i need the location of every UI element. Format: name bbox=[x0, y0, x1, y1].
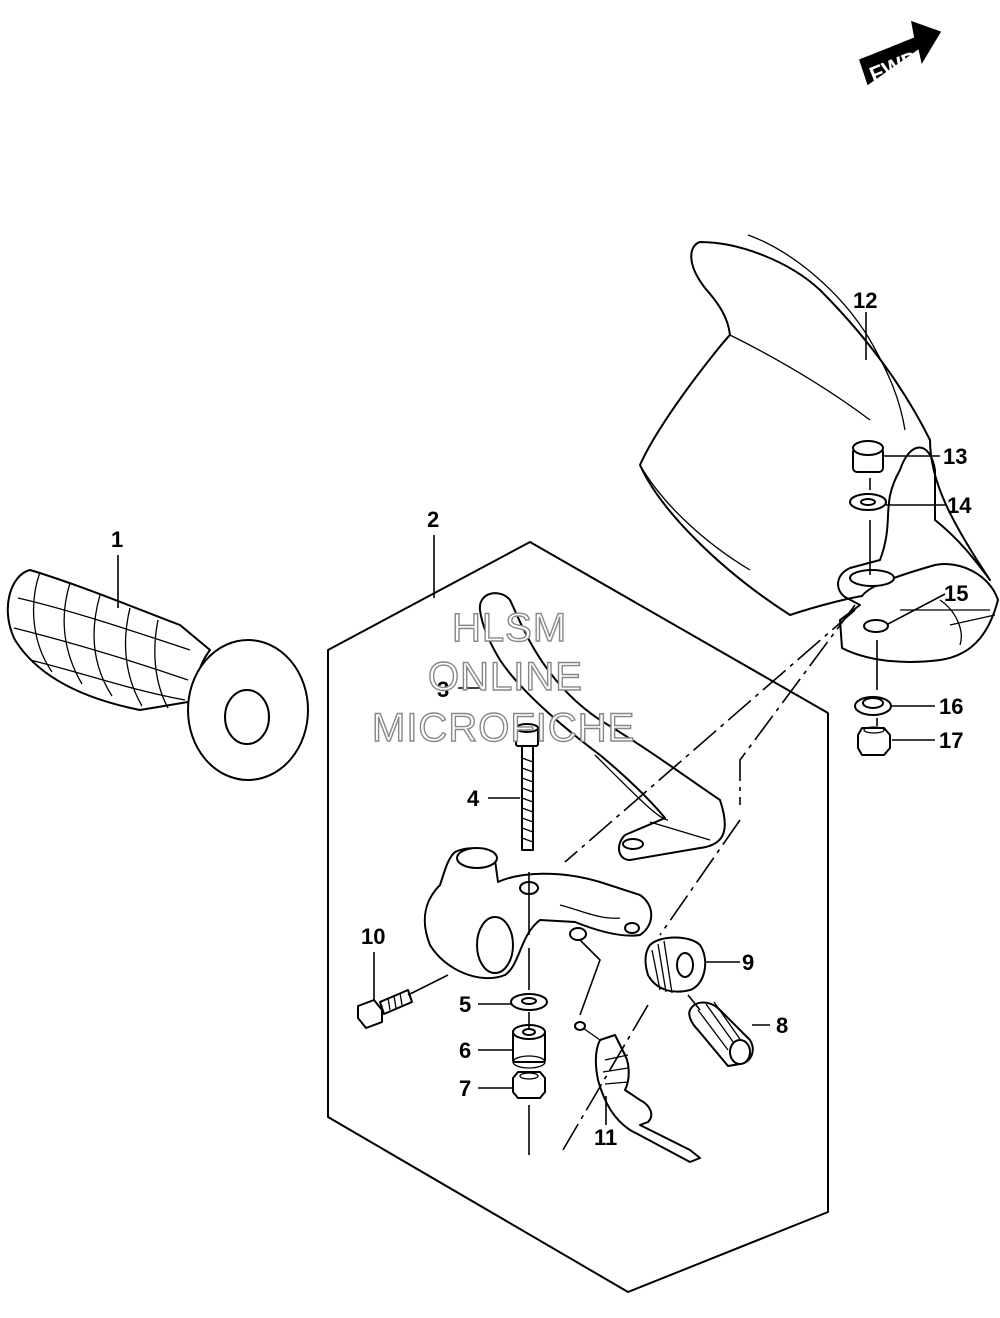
callout-8: 8 bbox=[776, 1013, 788, 1038]
watermark-line-2: ONLINE bbox=[428, 655, 583, 699]
callout-17: 17 bbox=[939, 728, 963, 753]
callout-labels: 1 2 3 4 5 6 7 8 9 10 11 12 13 14 15 16 1… bbox=[111, 288, 972, 1150]
assembly-outline bbox=[327, 541, 829, 1293]
watermark: HLSM ONLINE MICROFICHE bbox=[371, 605, 635, 750]
callout-11: 11 bbox=[594, 1125, 617, 1150]
callout-2: 2 bbox=[427, 507, 439, 532]
callout-12: 12 bbox=[853, 288, 877, 313]
lever-part bbox=[478, 592, 726, 861]
adjuster-nut-part bbox=[644, 936, 707, 994]
handguard-part bbox=[639, 234, 999, 663]
fwd-arrow-icon: FWD bbox=[859, 20, 942, 88]
adjuster-bolt-part bbox=[688, 1001, 754, 1067]
callout-3: 3 bbox=[437, 677, 449, 702]
nut-part-17 bbox=[857, 726, 891, 756]
callout-6: 6 bbox=[459, 1038, 471, 1063]
watermark-line-3: MICROFICHE bbox=[372, 706, 635, 750]
lever-holder-part bbox=[423, 847, 653, 980]
callout-10: 10 bbox=[361, 924, 385, 949]
watermark-line-1: HLSM bbox=[452, 606, 567, 650]
callout-15: 15 bbox=[944, 581, 968, 606]
callout-13: 13 bbox=[943, 444, 967, 469]
washer-part-5 bbox=[510, 993, 548, 1011]
nut-part-7 bbox=[512, 1071, 546, 1099]
callout-9: 9 bbox=[742, 950, 754, 975]
washer-part-14 bbox=[849, 493, 887, 511]
bolt-part-10 bbox=[357, 989, 413, 1029]
callout-leaders bbox=[117, 312, 946, 1125]
callout-14: 14 bbox=[947, 493, 972, 518]
callout-1: 1 bbox=[111, 527, 123, 552]
callout-7: 7 bbox=[459, 1076, 471, 1101]
bolt-part-4 bbox=[515, 723, 539, 851]
washer-part-16 bbox=[854, 696, 892, 716]
cap-nut-part bbox=[852, 440, 884, 473]
callout-5: 5 bbox=[459, 992, 471, 1017]
callout-4: 4 bbox=[467, 786, 480, 811]
spacer-part-15 bbox=[863, 619, 889, 633]
collar-part bbox=[512, 1024, 546, 1069]
callout-16: 16 bbox=[939, 694, 963, 719]
assembly-leaders bbox=[407, 478, 878, 1156]
grip-part bbox=[6, 569, 309, 781]
